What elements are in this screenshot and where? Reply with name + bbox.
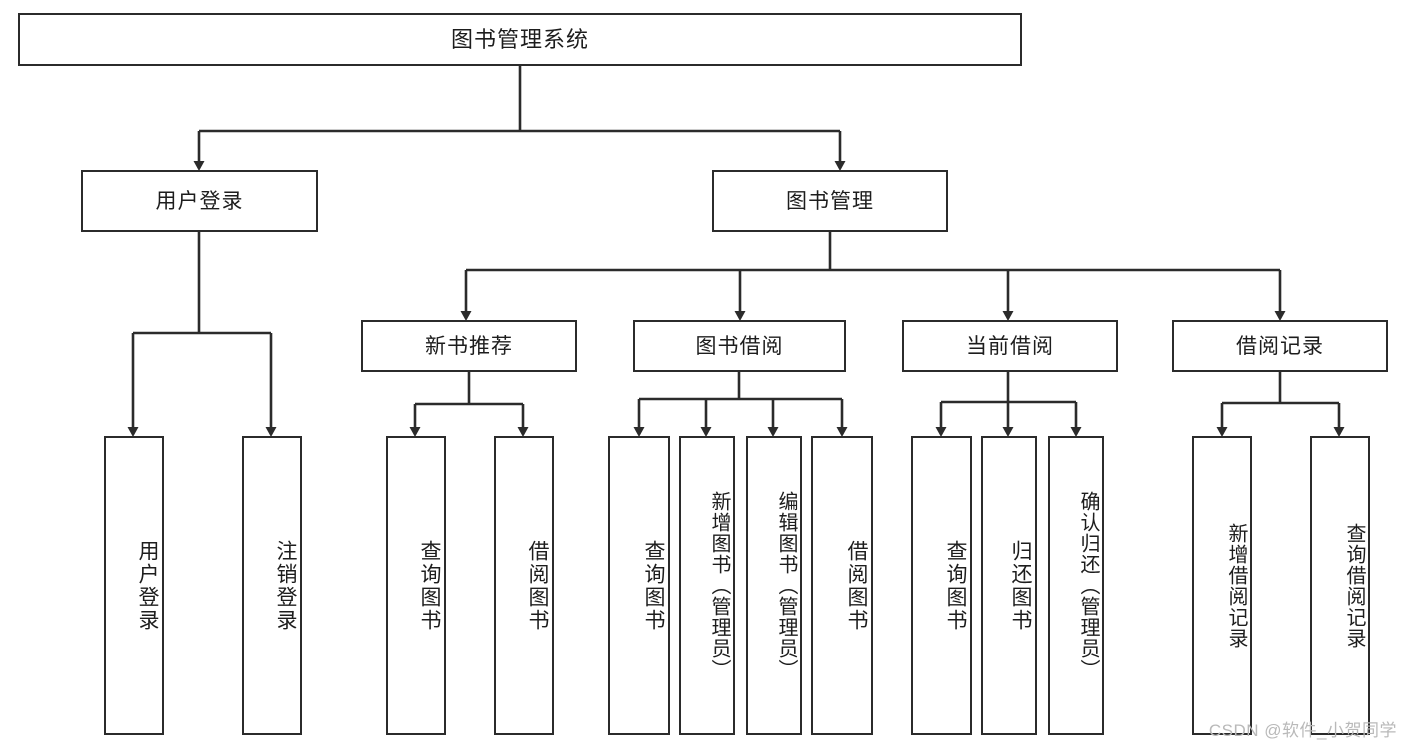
node-leaf-edit-book-label: 编辑图书（管理员）: [775, 491, 797, 680]
node-leaf-query-book-3[interactable]: 查询图书: [911, 436, 972, 735]
node-leaf-query-record-label: 查询借阅记录: [1343, 522, 1365, 649]
node-leaf-query-book-2-label: 查询图书: [642, 539, 665, 632]
node-new-book-rec[interactable]: 新书推荐: [361, 320, 577, 372]
node-user-login-label: 用户登录: [155, 189, 244, 213]
node-leaf-add-record[interactable]: 新增借阅记录: [1192, 436, 1252, 735]
node-leaf-logout-login[interactable]: 注销登录: [242, 436, 302, 735]
node-leaf-add-record-label: 新增借阅记录: [1225, 522, 1247, 649]
node-book-manage[interactable]: 图书管理: [712, 170, 948, 232]
node-root-label: 图书管理系统: [450, 26, 589, 52]
node-leaf-logout-login-label: 注销登录: [274, 539, 297, 632]
node-leaf-query-book-1-label: 查询图书: [418, 539, 441, 632]
node-leaf-add-book-label: 新增图书（管理员）: [708, 491, 730, 680]
node-leaf-return-book-label: 归还图书: [1009, 539, 1032, 632]
node-leaf-edit-book[interactable]: 编辑图书（管理员）: [746, 436, 802, 735]
node-leaf-return-book[interactable]: 归还图书: [981, 436, 1037, 735]
node-book-borrow[interactable]: 图书借阅: [633, 320, 846, 372]
node-leaf-borrow-book-1[interactable]: 借阅图书: [494, 436, 554, 735]
node-leaf-confirm-return-label: 确认归还（管理员）: [1077, 491, 1099, 680]
node-leaf-add-book[interactable]: 新增图书（管理员）: [679, 436, 735, 735]
node-leaf-borrow-book-2-label: 借阅图书: [845, 539, 868, 632]
node-leaf-borrow-book-2[interactable]: 借阅图书: [811, 436, 873, 735]
node-leaf-query-book-1[interactable]: 查询图书: [386, 436, 446, 735]
node-current-borrow[interactable]: 当前借阅: [902, 320, 1118, 372]
node-leaf-query-record[interactable]: 查询借阅记录: [1310, 436, 1370, 735]
node-leaf-query-book-3-label: 查询图书: [944, 539, 967, 632]
node-book-borrow-label: 图书借阅: [695, 334, 784, 358]
node-current-borrow-label: 当前借阅: [966, 334, 1054, 358]
node-borrow-record-label: 借阅记录: [1236, 334, 1324, 358]
node-leaf-user-login[interactable]: 用户登录: [104, 436, 164, 735]
node-leaf-borrow-book-1-label: 借阅图书: [526, 539, 549, 632]
node-book-manage-label: 图书管理: [786, 189, 874, 213]
node-new-book-rec-label: 新书推荐: [425, 334, 513, 358]
node-leaf-query-book-2[interactable]: 查询图书: [608, 436, 670, 735]
node-root[interactable]: 图书管理系统: [18, 13, 1022, 66]
node-user-login[interactable]: 用户登录: [81, 170, 318, 232]
node-leaf-user-login-label: 用户登录: [136, 539, 159, 632]
csdn-watermark: CSDN @软件_小贺同学: [1208, 721, 1397, 740]
node-borrow-record[interactable]: 借阅记录: [1172, 320, 1388, 372]
node-leaf-confirm-return[interactable]: 确认归还（管理员）: [1048, 436, 1104, 735]
